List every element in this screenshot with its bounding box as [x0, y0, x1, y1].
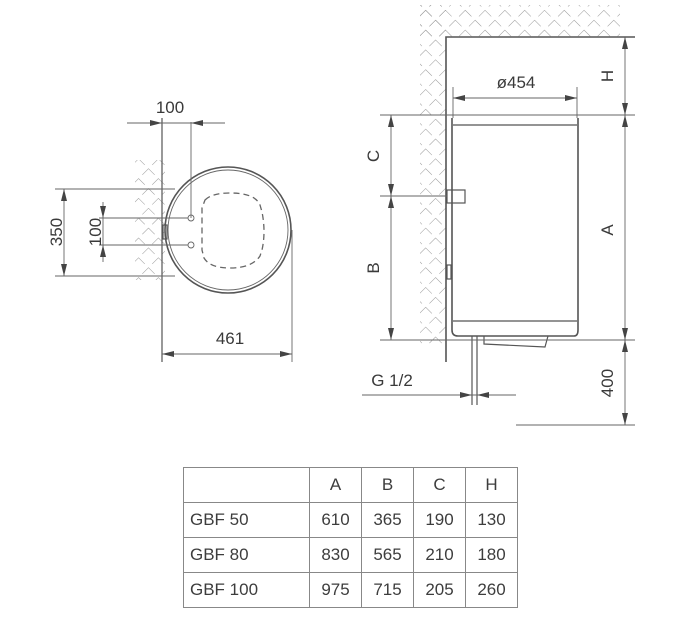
dim-depth-label: 461 — [216, 329, 244, 348]
value-cell: 610 — [309, 502, 362, 538]
ceiling-hatch — [420, 5, 620, 37]
model-cell: GBF 50 — [183, 502, 310, 538]
header-cell: A — [309, 467, 362, 503]
dim-offset-label: 100 — [156, 98, 184, 117]
value-cell: 210 — [413, 537, 466, 573]
value-cell: 130 — [465, 502, 518, 538]
value-cell: 830 — [309, 537, 362, 573]
table-row: GBF 100 975 715 205 260 — [183, 572, 518, 608]
dim-B-label: B — [364, 262, 383, 273]
dim-spacing-label: 100 — [86, 218, 105, 246]
tank-outline-circle — [164, 166, 292, 294]
value-cell: 975 — [309, 572, 362, 608]
wall-hatch-vertical — [420, 5, 446, 345]
header-cell: H — [465, 467, 518, 503]
pipe-size-label: G 1/2 — [371, 371, 413, 390]
tank-body — [451, 118, 579, 337]
table-row: GBF 50 610 365 190 130 — [183, 502, 518, 538]
top-view: 100 350 100 461 — [47, 98, 293, 362]
value-cell: 260 — [465, 572, 518, 608]
model-cell: GBF 100 — [183, 572, 310, 608]
value-cell: 180 — [465, 537, 518, 573]
dim-diameter-label: ø454 — [497, 73, 536, 92]
dim-height-label: 350 — [47, 218, 66, 246]
dim-A-label: A — [598, 224, 617, 236]
side-view: ø454 H A C B G 1/2 400 — [362, 5, 635, 426]
inner-dashed-outline — [201, 192, 265, 269]
model-cell: GBF 80 — [183, 537, 310, 573]
value-cell: 190 — [413, 502, 466, 538]
header-cell — [183, 467, 310, 503]
value-cell: 565 — [361, 537, 414, 573]
header-cell: B — [361, 467, 414, 503]
value-cell: 205 — [413, 572, 466, 608]
value-cell: 365 — [361, 502, 414, 538]
dim-H-label: H — [598, 70, 617, 82]
dim-C-label: C — [364, 150, 383, 162]
dimensions-table: A B C H GBF 50 610 365 190 130 GBF 80 83… — [183, 467, 518, 608]
dim-bottom-label: 400 — [598, 369, 617, 397]
value-cell: 715 — [361, 572, 414, 608]
table-row: GBF 80 830 565 210 180 — [183, 537, 518, 573]
table-header-row: A B C H — [183, 467, 518, 503]
technical-drawing: 100 350 100 461 — [47, 5, 635, 426]
header-cell: C — [413, 467, 466, 503]
wall-hatch — [135, 160, 165, 280]
